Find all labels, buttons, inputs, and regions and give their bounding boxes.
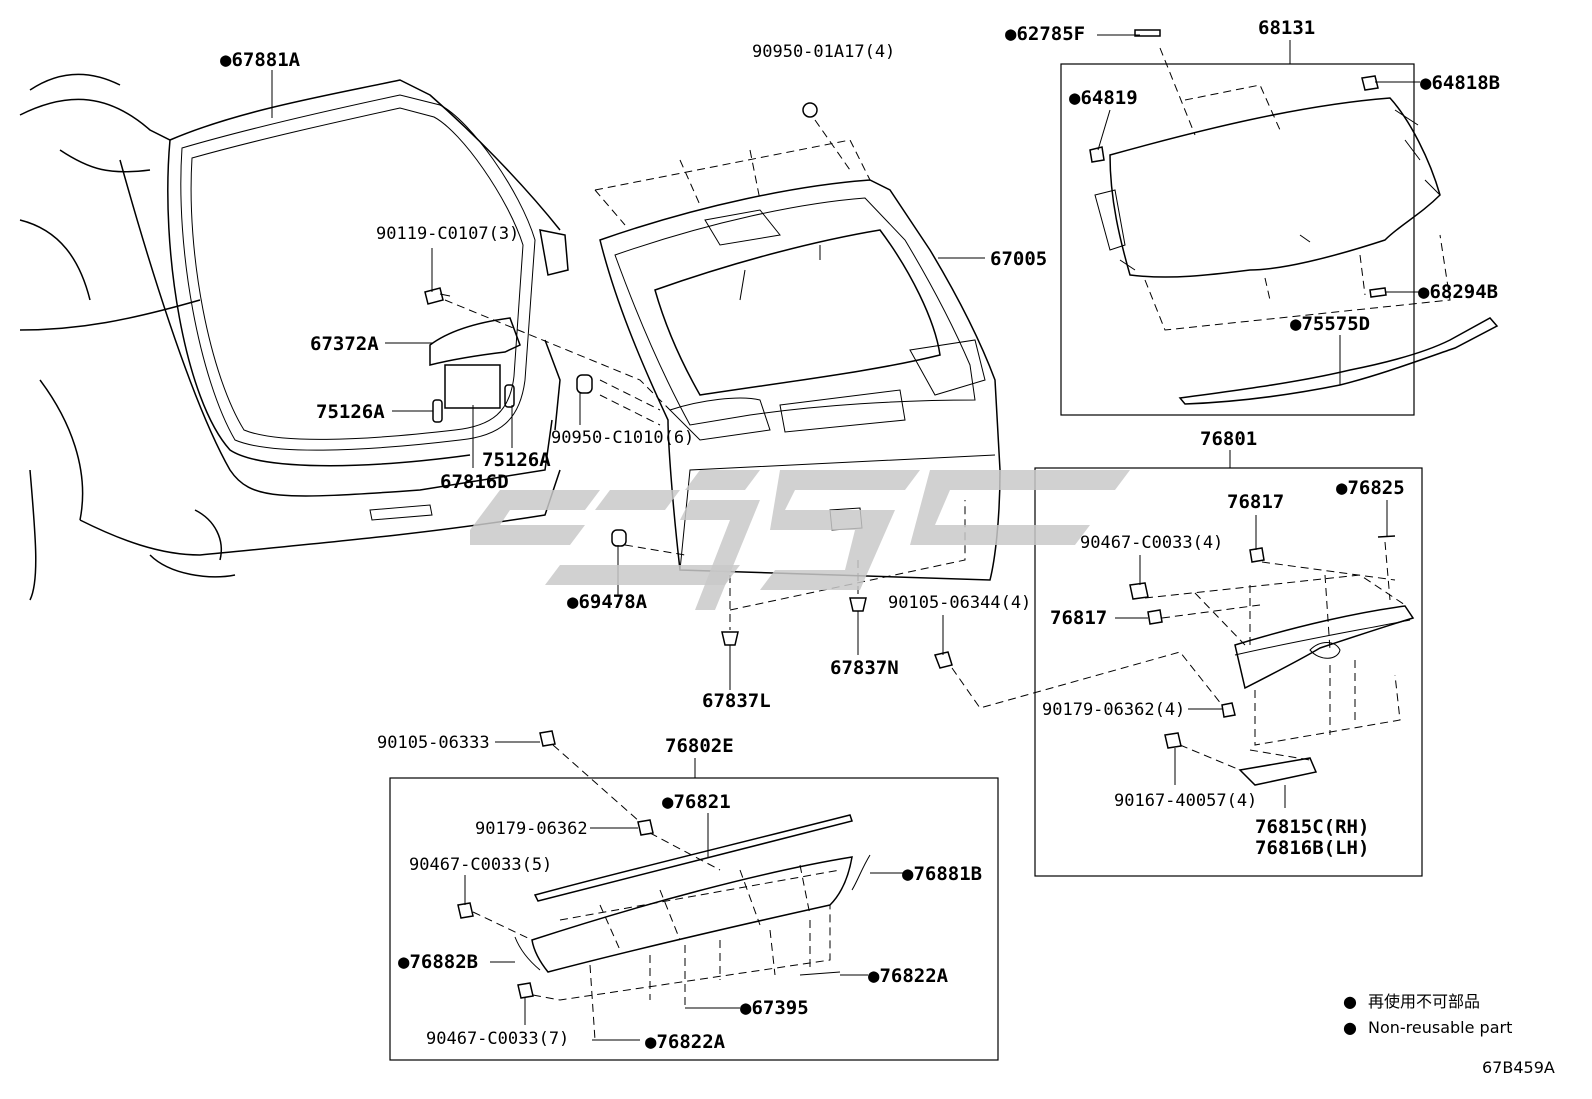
legend-symbol-1: ● [1343,992,1357,1011]
garnish-76801 [1234,605,1415,690]
label-76822A-1: ●76822A [868,965,949,987]
part-labels: ●67881A 90950-01A17(4) ●62785F 68131 ●64… [220,17,1500,1053]
label-76817-2: 76817 [1050,607,1107,629]
fasteners [424,29,1396,999]
label-76825: ●76825 [1336,477,1405,499]
label-67837L: 67837L [702,690,771,712]
label-90467-C0033-4: 90467-C0033(4) [1080,533,1223,553]
label-76821: ●76821 [662,791,731,813]
legend-text-en: Non-reusable part [1368,1018,1512,1037]
label-68131: 68131 [1258,17,1315,39]
legend-symbol-2: ● [1343,1018,1357,1037]
label-76822A-2: ●76822A [645,1031,726,1053]
label-90105-06344: 90105-06344(4) [888,593,1031,613]
label-76815C: 76815C(RH) [1255,816,1369,838]
label-68294B: ●68294B [1418,281,1498,303]
label-76802E: 76802E [665,735,734,757]
label-76801: 76801 [1200,428,1257,450]
label-64818B: ●64818B [1420,72,1500,94]
label-76816B: 76816B(LH) [1255,837,1369,859]
back-door-glass [1094,97,1441,278]
label-90467-C0033-5: 90467-C0033(5) [409,855,552,875]
label-69478A: ●69478A [567,591,648,613]
label-76882B: ●76882B [398,951,478,973]
label-76881B: ●76881B [902,863,982,885]
label-75126A-1: 75126A [316,401,385,423]
label-90179-06362-4: 90179-06362(4) [1042,700,1185,720]
label-62785F: ●62785F [1005,23,1085,45]
label-75575D: ●75575D [1290,313,1370,335]
label-90119-C0107: 90119-C0107(3) [376,224,519,244]
drawing-code: 67B459A [1482,1058,1555,1077]
label-90167-40057: 90167-40057(4) [1114,791,1257,811]
label-67395: ●67395 [740,997,809,1019]
legend-text-jp: 再使用不可部品 [1368,992,1480,1011]
label-67816D: 67816D [440,471,509,493]
lower-garnish-box [389,777,999,1061]
label-76817-1: 76817 [1227,491,1284,513]
label-90950-C1010: 90950-C1010(6) [551,428,694,448]
label-90467-C0033-7: 90467-C0033(7) [426,1029,569,1049]
label-75126A-2: 75126A [482,449,551,471]
label-67005: 67005 [990,248,1047,270]
garnish-group-box [1034,467,1423,877]
bracket-76815C [1238,757,1318,786]
molding-76821 [533,814,853,902]
legend: ● 再使用不可部品 ● Non-reusable part [1343,992,1512,1037]
glass-group-box [1060,63,1415,416]
label-90105-06333: 90105-06333 [377,733,490,753]
label-90950-01A17: 90950-01A17(4) [752,42,895,62]
vehicle-body-outline [19,73,569,601]
back-door-panel [599,179,1001,581]
molding-75575D [1178,317,1499,405]
label-67372A: 67372A [310,333,379,355]
label-90179-06362: 90179-06362 [475,819,588,839]
label-64819: ●64819 [1069,87,1138,109]
label-67881A: ●67881A [220,49,301,71]
leader-lines [271,34,1420,1025]
watermark [470,470,1130,610]
lower-garnish-76802E [531,856,853,973]
label-67837N: 67837N [830,657,899,679]
